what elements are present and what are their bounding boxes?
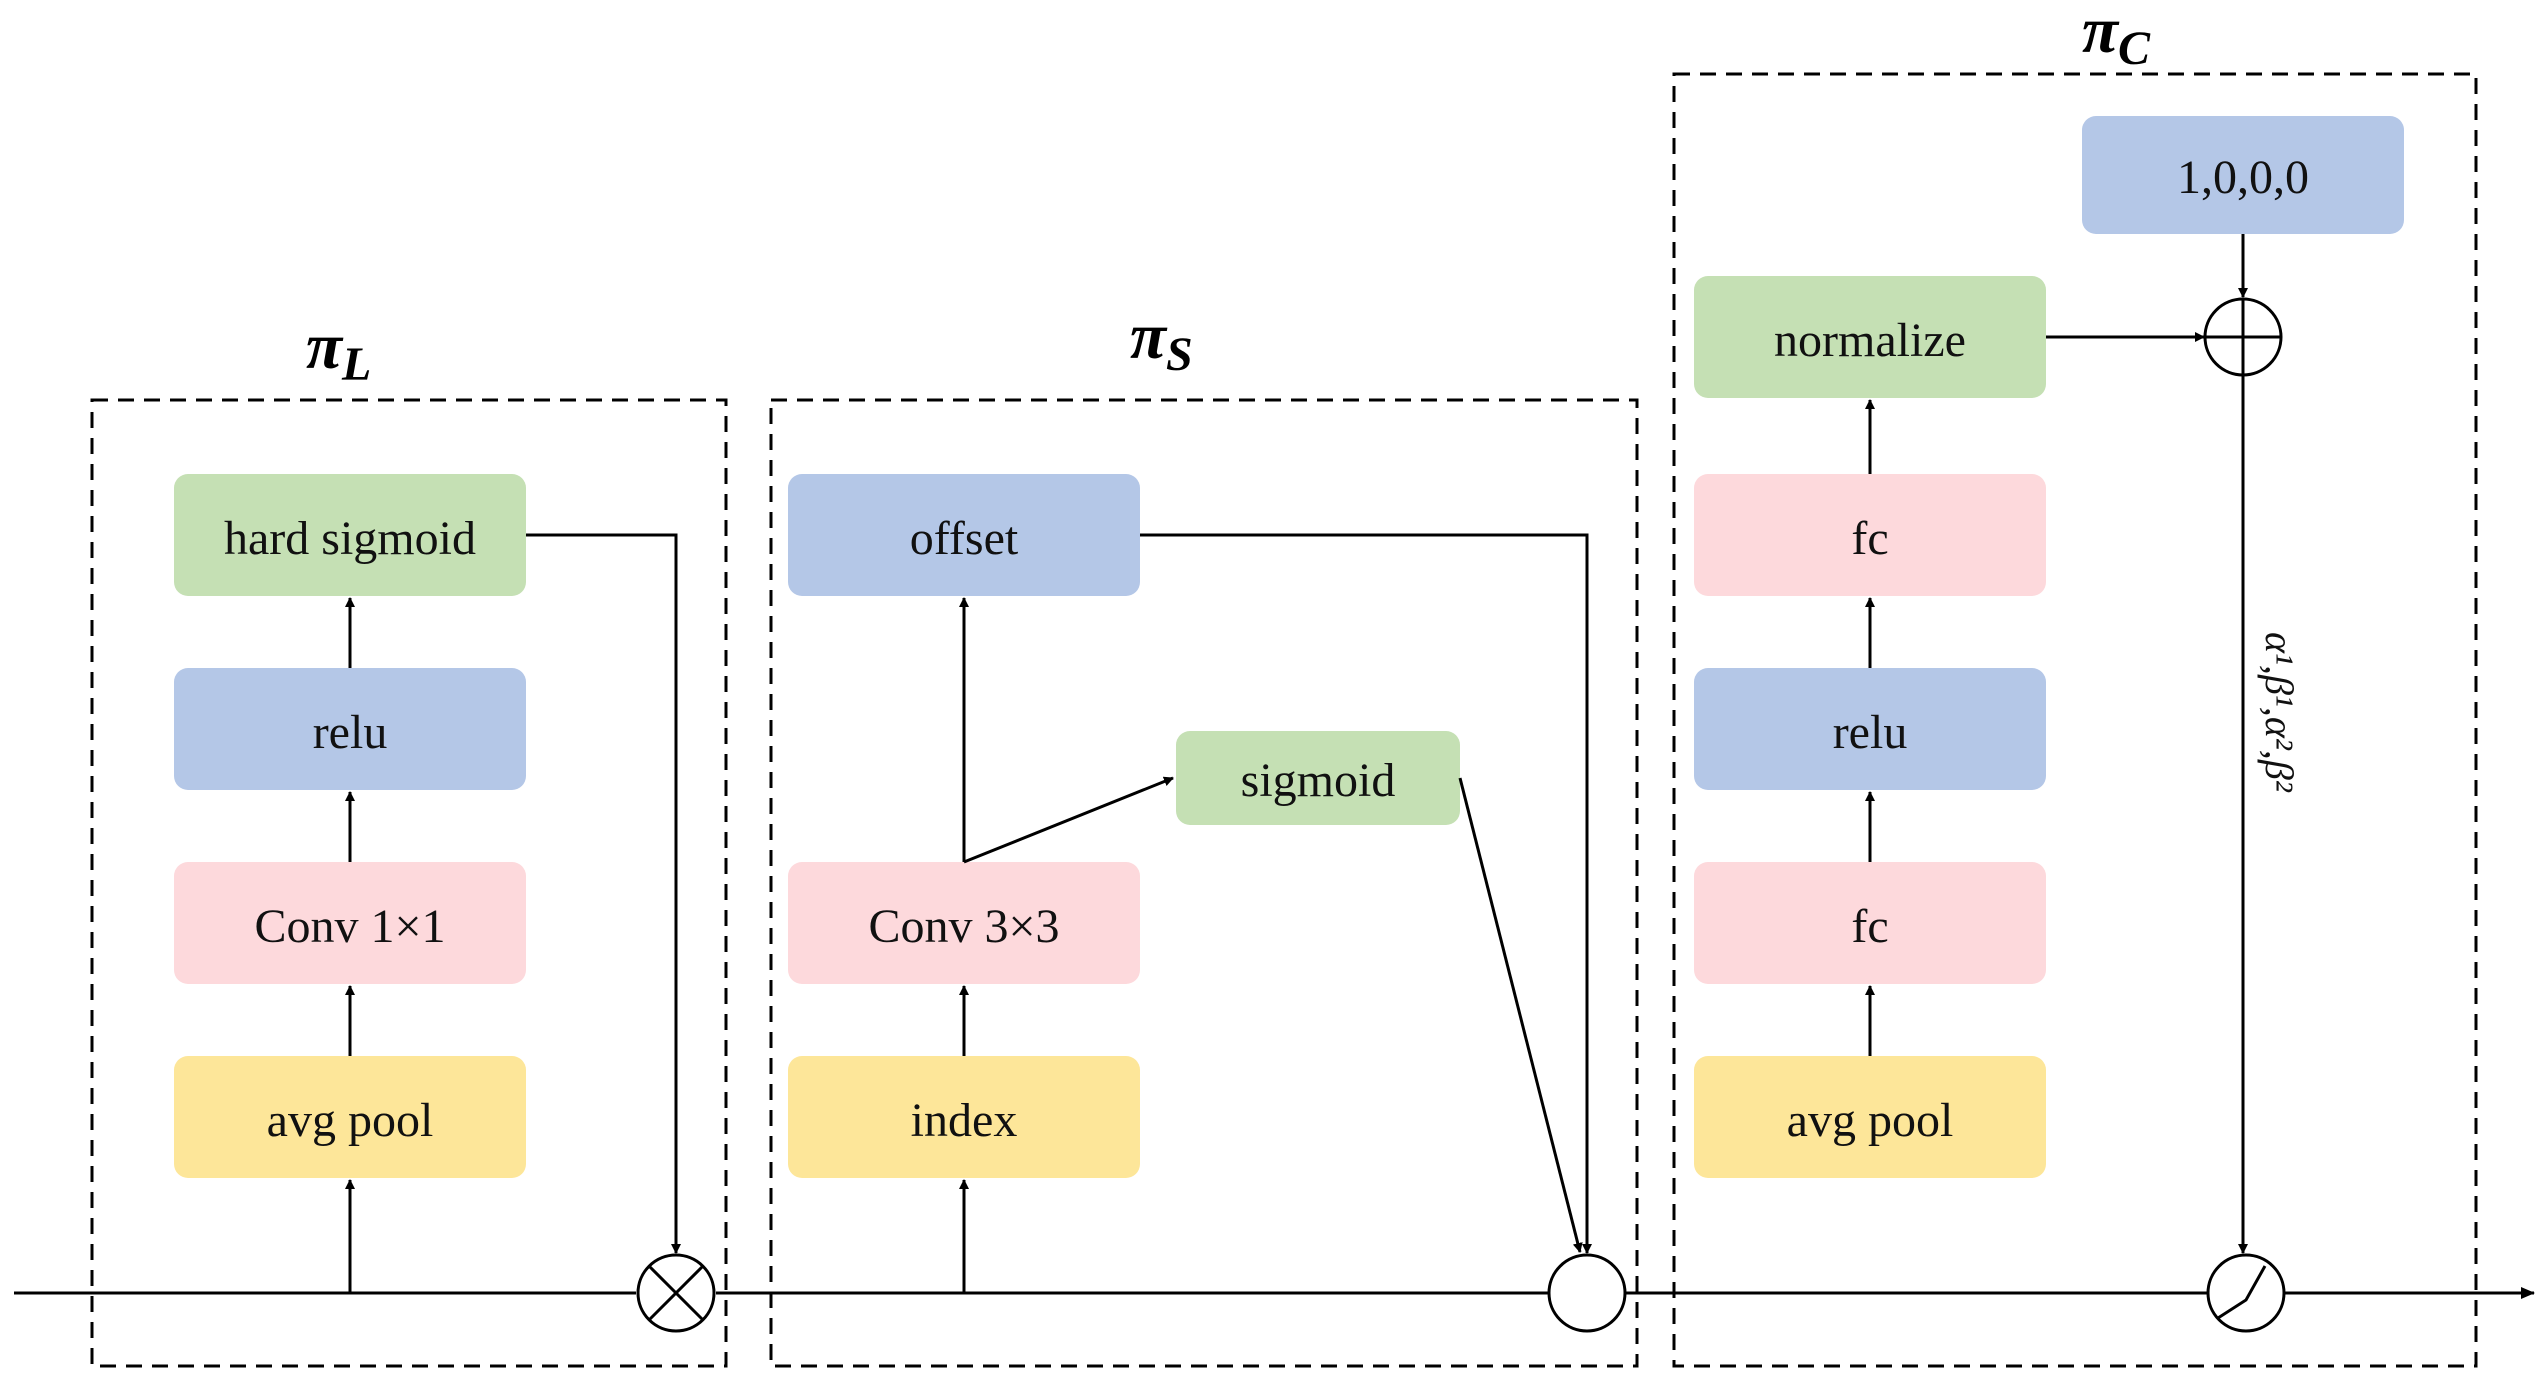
svg-text:Conv 1×1: Conv 1×1 [254, 900, 445, 953]
svg-text:fc: fc [1851, 512, 1888, 565]
section-title-L: πL [306, 310, 371, 391]
box-fc-top: fc [1694, 474, 2046, 596]
svg-text:relu: relu [313, 706, 388, 759]
svg-text:avg pool: avg pool [1787, 1094, 1954, 1147]
svg-text:Conv 3×3: Conv 3×3 [868, 900, 1059, 953]
svg-text:hard sigmoid: hard sigmoid [224, 512, 476, 565]
multiply-operator-icon [636, 1253, 716, 1333]
box-avg-pool-L: avg pool [174, 1056, 526, 1178]
box-conv1x1: Conv 1×1 [174, 862, 526, 984]
coefficients-label: α¹,β¹,α²,β² [2257, 632, 2302, 793]
svg-text:fc: fc [1851, 900, 1888, 953]
arrow-S-conv-to-sigmoid [963, 776, 1174, 864]
add-operator-icon [2203, 297, 2283, 377]
dynamic-relu-operator-icon [2206, 1253, 2286, 1333]
box-relu-L: relu [174, 668, 526, 790]
box-relu-C: relu [1694, 668, 2046, 790]
box-fc-bottom: fc [1694, 862, 2046, 984]
box-hard-sigmoid: hard sigmoid [174, 474, 526, 596]
section-frame-L [90, 398, 728, 1368]
box-offset: offset [788, 474, 1140, 596]
svg-text:relu: relu [1833, 706, 1908, 759]
section-frame-S [769, 398, 1639, 1368]
section-frame-C [1672, 72, 2478, 1368]
svg-text:index: index [911, 1094, 1018, 1147]
svg-text:sigmoid: sigmoid [1241, 754, 1396, 807]
section-title-S: πS [1130, 300, 1193, 381]
box-normalize: normalize [1694, 276, 2046, 398]
box-init-values: 1,0,0,0 [2082, 116, 2404, 234]
arrow-L-hardsigmoid-to-multiply [526, 533, 681, 1254]
svg-text:avg pool: avg pool [267, 1094, 434, 1147]
arrow-S-offset-to-operator [1140, 533, 1592, 1254]
svg-text:offset: offset [910, 512, 1019, 565]
svg-text:normalize: normalize [1774, 314, 1966, 367]
deform-operator-icon [1547, 1253, 1627, 1333]
box-avg-pool-C: avg pool [1694, 1056, 2046, 1178]
svg-text:1,0,0,0: 1,0,0,0 [2177, 151, 2309, 204]
arrow-S-sigmoid-to-operator [1458, 777, 1583, 1253]
section-title-C: πC [2082, 0, 2151, 75]
box-sigmoid: sigmoid [1176, 731, 1460, 825]
box-index: index [788, 1056, 1140, 1178]
box-conv3x3: Conv 3×3 [788, 862, 1140, 984]
